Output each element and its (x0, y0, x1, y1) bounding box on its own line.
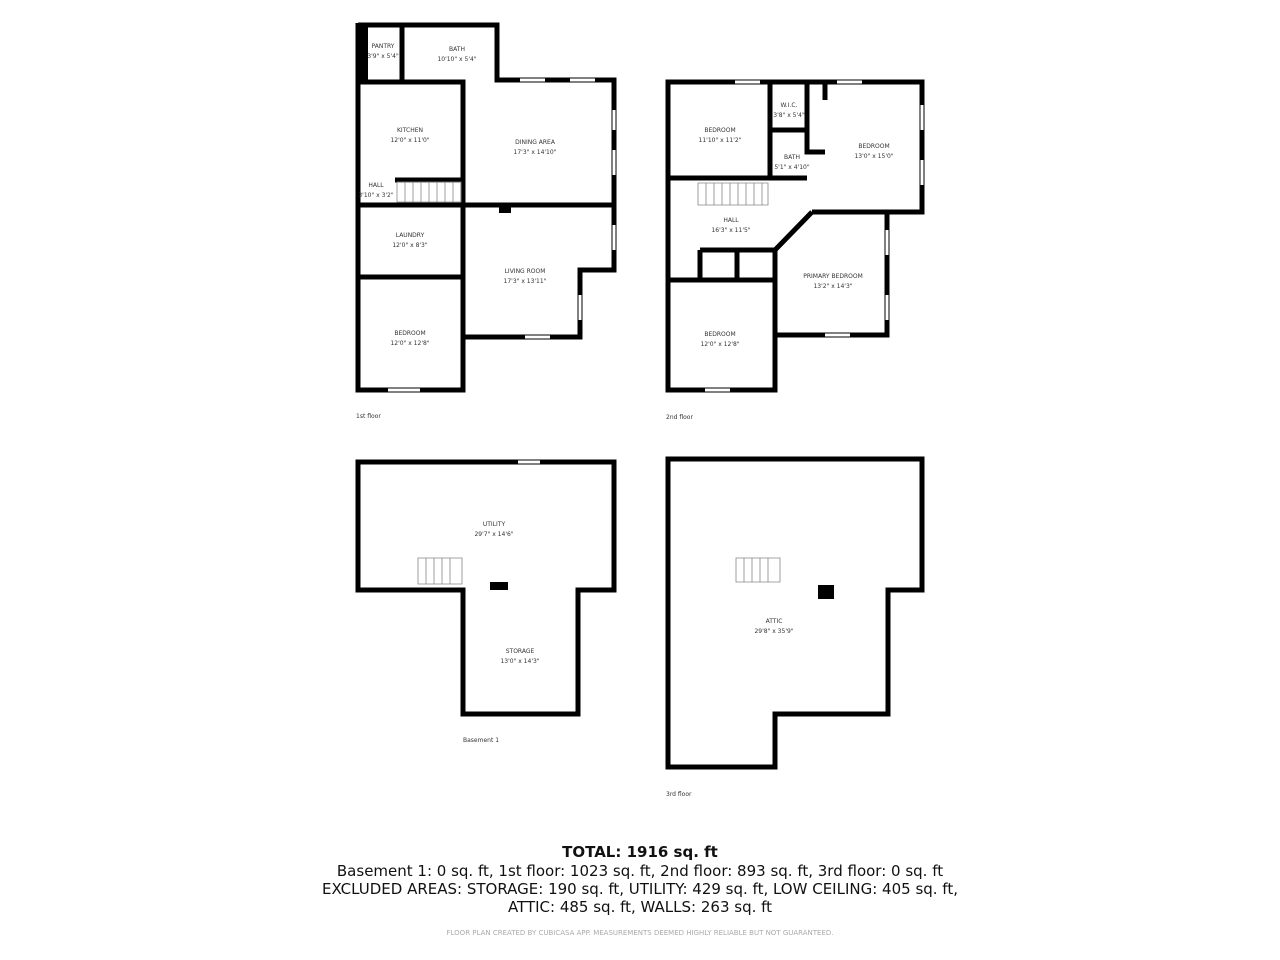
column (490, 582, 508, 590)
stairs-icon (417, 557, 463, 585)
area-breakdown: Basement 1: 0 sq. ft, 1st floor: 1023 sq… (336, 862, 944, 880)
floor-label: 1st floor (356, 413, 381, 420)
stairs-icon (697, 182, 769, 206)
excluded-areas: EXCLUDED AREAS: STORAGE: 190 sq. ft, UTI… (322, 880, 958, 898)
room-label: W.I.C.3'8" x 5'4" (773, 102, 805, 119)
first-floor-interior-walls (358, 25, 614, 390)
floor-label: 3rd floor (666, 791, 692, 798)
chimney-block (356, 23, 368, 83)
basement-walls (355, 459, 617, 717)
floor-label: Basement 1 (463, 737, 500, 744)
column (499, 206, 511, 213)
first-floor-walls (355, 22, 617, 393)
chimney-block (818, 585, 834, 599)
excluded-areas-cont: ATTIC: 485 sq. ft, WALLS: 263 sq. ft (507, 898, 773, 916)
stairs-icon (396, 181, 462, 203)
stairs-icon (735, 557, 781, 583)
second-floor-interior-walls (668, 82, 887, 335)
attic-walls (665, 456, 925, 770)
disclaimer: FLOOR PLAN CREATED BY CUBICASA APP. MEAS… (446, 929, 834, 937)
total-area: TOTAL: 1916 sq. ft (562, 843, 718, 861)
floor-label: 2nd floor (666, 414, 693, 421)
